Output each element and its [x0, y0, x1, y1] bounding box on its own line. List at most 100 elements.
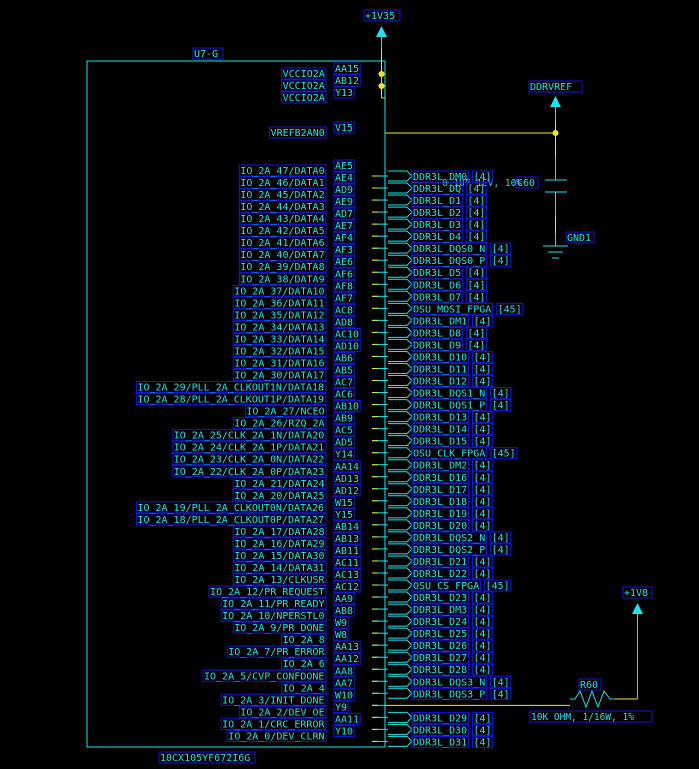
pin-number: AD12: [335, 486, 359, 497]
pin-number: AA14: [335, 462, 359, 473]
pin-name: IO_2A_35/DATA12: [234, 310, 324, 321]
net-name: DDR3L_DQS1_P: [413, 401, 485, 412]
pin-name: IO_2A_1/CRC_ERROR: [222, 719, 325, 730]
pin-number: AD13: [335, 474, 359, 485]
offpage-connector-icon: [388, 471, 413, 483]
pin-number: AB8: [335, 606, 353, 617]
pin-name: IO_2A_30/DATA17: [234, 371, 324, 382]
offpage-connector-icon: [388, 362, 413, 374]
pin-name: IO_2A_38/DATA9: [240, 274, 324, 285]
pin-number: AF6: [335, 269, 353, 280]
page-reference: [4]: [473, 461, 491, 472]
net-name: DDR3L_D27: [413, 653, 467, 664]
capacitor-refdes: C60: [517, 178, 535, 189]
power-arrow-icon: [550, 96, 561, 107]
offpage-connector-icon: [388, 603, 413, 615]
page-reference: [4]: [492, 545, 510, 556]
pin-number: AA7: [335, 678, 353, 689]
offpage-connector-icon: [388, 507, 413, 519]
page-reference: [4]: [467, 220, 485, 231]
pin-name: IO_2A_37/DATA10: [234, 286, 324, 297]
pin-name: IO_2A_14/DATA31: [234, 563, 324, 574]
net-name: DDR3L_DQS1_N: [413, 389, 485, 400]
net-name: DDR3L_D13: [413, 413, 467, 424]
page-reference: [4]: [473, 352, 491, 363]
pin-name: IO_2A_24/CLK_2A_1P/DATA21: [174, 443, 325, 454]
net-name: DDR3L_D9: [413, 340, 461, 351]
pin-name: IO_2A_25/CLK_2A_1N/DATA20: [174, 431, 325, 442]
net-name: DDR3L_D3: [413, 220, 461, 231]
pin-number: W8: [335, 630, 347, 641]
pin-name: IO_2A_20/DATA25: [234, 491, 324, 502]
offpage-connector-icon: [388, 519, 413, 531]
page-reference: [4]: [473, 641, 491, 652]
offpage-connector-icon: [388, 242, 413, 254]
page-reference: [4]: [467, 340, 485, 351]
pin-name: IO_2A_43/DATA4: [240, 214, 324, 225]
page-reference: [4]: [473, 569, 491, 580]
pin-name: IO_2A_29/PLL_2A_CLKOUT1N/DATA18: [137, 383, 324, 394]
net-name: DDR3L_DM3: [413, 605, 467, 616]
pin-name: IO_2A_27/NCEO: [246, 407, 324, 418]
pin-number: AB11: [335, 546, 359, 557]
pin-number: AA8: [335, 666, 353, 677]
pin-number: AC12: [335, 582, 359, 593]
pin-number: AF4: [335, 233, 353, 244]
pin-number: AC8: [335, 305, 353, 316]
pullup-rail-label: +1V8: [624, 588, 648, 599]
pin-number: AD7: [335, 209, 353, 220]
net-name: DDR3L_D10: [413, 352, 467, 363]
net-name: DDR3L_D31: [413, 737, 467, 748]
net-name: DDR3L_D25: [413, 629, 467, 640]
page-reference: [4]: [473, 653, 491, 664]
net-name: DDR3L_DQS2_N: [413, 533, 485, 544]
net-name: DDR3L_D15: [413, 437, 467, 448]
page-reference: [45]: [498, 304, 522, 315]
pin-number: AC10: [335, 329, 359, 340]
offpage-connector-icon: [388, 206, 413, 218]
page-reference: [4]: [473, 713, 491, 724]
page-reference: [4]: [467, 268, 485, 279]
pin-number: AB12: [335, 76, 359, 87]
page-reference: [4]: [492, 389, 510, 400]
net-name: DDR3L_D5: [413, 268, 461, 279]
net-name: OSU_CS_FPGA: [413, 581, 479, 592]
net-name: DDR3L_D28: [413, 665, 467, 676]
offpage-connector-icon: [388, 399, 413, 411]
pin-name: IO_2A_42/DATA5: [240, 226, 324, 237]
page-reference: [4]: [467, 232, 485, 243]
net-name: DDR3L_D11: [413, 364, 467, 375]
part-number-label: 10CX105YF672I6G: [160, 753, 250, 764]
vccio-rail-label: +1V35: [365, 11, 395, 22]
net-name: DDR3L_DQS3_P: [413, 689, 485, 700]
pin-name: VCCIO2A: [283, 93, 325, 104]
net-name: DDR3L_D19: [413, 509, 467, 520]
offpage-connector-icon: [388, 459, 413, 471]
pin-name: IO_2A_11/PR_READY: [222, 599, 324, 610]
page-reference: [4]: [492, 401, 510, 412]
pin-name: IO_2A_44/DATA3: [240, 202, 324, 213]
page-reference: [4]: [473, 509, 491, 520]
net-name: DDR3L_D16: [413, 473, 467, 484]
net-name: DDR3L_DQ: [413, 184, 461, 195]
pin-name: IO_2A_45/DATA2: [240, 190, 324, 201]
